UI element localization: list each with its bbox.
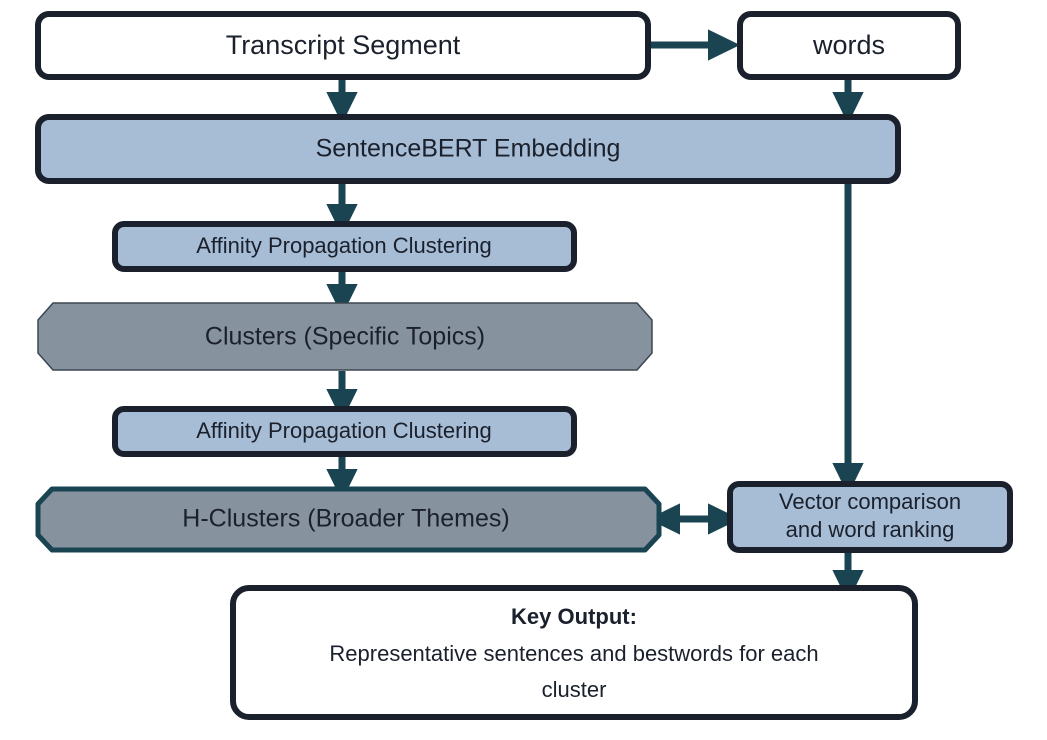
- h-clusters-octagon[interactable]: [35, 486, 662, 553]
- clusters-label: Clusters (Specific Topics): [205, 323, 485, 351]
- sentencebert-label: SentenceBERT Embedding: [316, 135, 621, 163]
- node-h-clusters[interactable]: H-Clusters (Broader Themes): [35, 486, 662, 553]
- vector-comparison-label-line1: Vector comparison: [779, 489, 961, 514]
- node-affinity-propagation-clustering-2[interactable]: Affinity Propagation Clustering: [112, 406, 577, 457]
- vector-comparison-label-line2: and word ranking: [786, 517, 955, 542]
- affinity-clustering-2-label: Affinity Propagation Clustering: [196, 418, 492, 443]
- affinity-clustering-2-box[interactable]: [112, 406, 577, 457]
- vector-comparison-box[interactable]: [727, 481, 1013, 553]
- key-output-box[interactable]: [230, 585, 918, 720]
- key-output-label-line1: Representative sentences and bestwords f…: [329, 641, 818, 666]
- transcript-segment-box[interactable]: [35, 11, 651, 80]
- affinity-clustering-1-label: Affinity Propagation Clustering: [196, 233, 492, 258]
- h-clusters-label: H-Clusters (Broader Themes): [182, 505, 509, 533]
- words-label: words: [812, 30, 885, 60]
- node-clusters[interactable]: Clusters (Specific Topics): [37, 302, 653, 371]
- node-key-output[interactable]: Key Output: Representative sentences and…: [230, 585, 918, 720]
- transcript-segment-label: Transcript Segment: [226, 30, 461, 60]
- node-sentencebert-embedding[interactable]: SentenceBERT Embedding: [35, 114, 901, 184]
- node-words[interactable]: words: [737, 11, 961, 80]
- connectors-layer: [326, 29, 864, 603]
- node-vector-comparison[interactable]: Vector comparison and word ranking: [727, 481, 1013, 553]
- key-output-label-line2: cluster: [542, 677, 607, 702]
- node-transcript-segment[interactable]: Transcript Segment: [35, 11, 651, 80]
- clusters-octagon[interactable]: [37, 302, 653, 371]
- affinity-clustering-1-box[interactable]: [112, 221, 577, 272]
- key-output-heading: Key Output:: [511, 604, 637, 629]
- node-affinity-propagation-clustering-1[interactable]: Affinity Propagation Clustering: [112, 221, 577, 272]
- words-box[interactable]: [737, 11, 961, 80]
- sentencebert-box[interactable]: [35, 114, 901, 184]
